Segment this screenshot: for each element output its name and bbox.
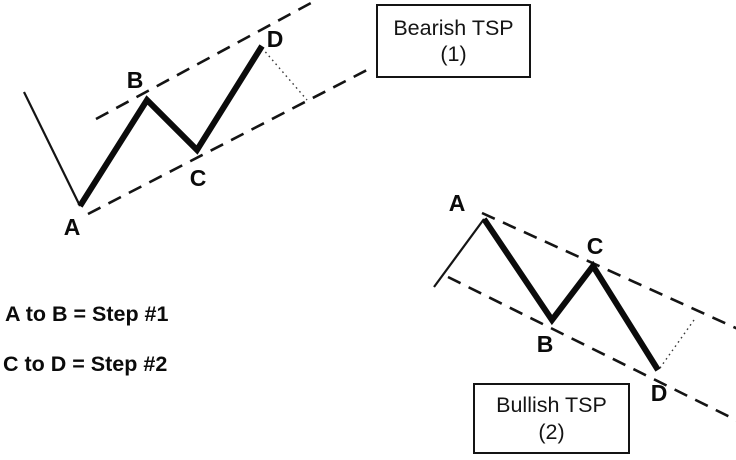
bearish-measurement-dotted-line: [261, 47, 308, 101]
bullish-point-d-label: D: [651, 380, 668, 406]
bullish-lower-channel-line: [447, 275, 736, 422]
bullish-tsp-diagram: A B C D: [433, 190, 736, 422]
bullish-title-box: Bullish TSP (2): [473, 383, 630, 454]
legend-step1-text: A to B = Step #1: [5, 302, 169, 326]
bearish-point-b-label: B: [127, 67, 144, 93]
bearish-title-text: Bearish TSP: [393, 15, 514, 40]
bearish-point-c-label: C: [190, 165, 207, 191]
bullish-prior-trend-line: [433, 218, 485, 288]
bearish-title-box: Bearish TSP (1): [376, 4, 531, 78]
bullish-upper-channel-line: [481, 211, 736, 330]
bullish-price-zigzag: [481, 217, 661, 372]
bearish-tsp-diagram: A B C D: [23, 0, 368, 240]
bullish-point-b-label: B: [537, 331, 554, 357]
bearish-point-d-label: D: [267, 26, 284, 52]
bearish-title-number: (1): [440, 42, 467, 66]
legend-step2-text: C to D = Step #2: [3, 352, 168, 376]
bullish-measurement-dotted-line: [659, 319, 695, 369]
bearish-upper-channel-line: [95, 0, 320, 121]
bullish-point-c-label: C: [587, 233, 604, 259]
bullish-title-number: (2): [538, 419, 565, 444]
bearish-point-a-label: A: [64, 214, 81, 240]
bearish-prior-trend-line: [23, 91, 81, 207]
bearish-price-zigzag: [77, 44, 265, 208]
bullish-title-text: Bullish TSP: [496, 393, 607, 418]
bearish-lower-channel-line: [87, 68, 368, 216]
bullish-point-a-label: A: [449, 190, 466, 216]
